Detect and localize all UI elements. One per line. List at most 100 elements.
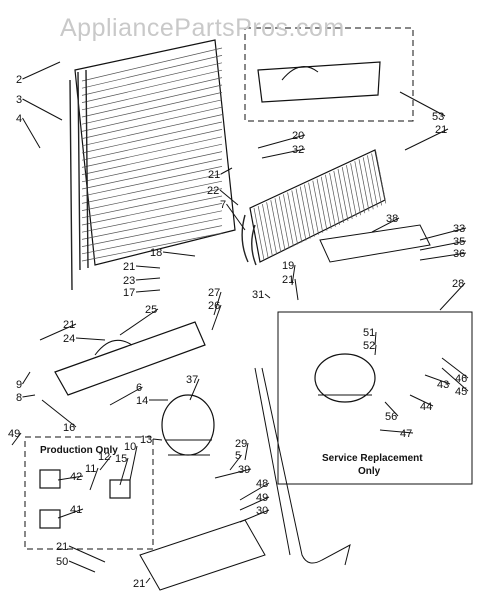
condenser-fin (291, 190, 303, 243)
leader-11 (89, 467, 99, 491)
condenser-fin (287, 192, 298, 245)
callout-25: 25 (145, 304, 157, 316)
leader-2 (22, 61, 61, 80)
evaporator-fin (81, 99, 223, 132)
callout-36: 36 (453, 248, 465, 260)
leader-36 (419, 252, 467, 261)
leader-50 (68, 560, 96, 573)
leader-37 (189, 378, 200, 401)
evaporator-coil (69, 39, 236, 291)
callout-11: 11 (85, 463, 96, 475)
refrigerant-tubing (139, 224, 431, 591)
condenser-fin (274, 198, 286, 251)
leader-47 (379, 429, 414, 434)
leader-22 (219, 189, 239, 206)
condenser-fin (320, 176, 332, 229)
callout-21: 21 (282, 274, 294, 286)
callout-27: 27 (208, 287, 220, 299)
callout-52: 52 (363, 340, 375, 352)
leader-6 (109, 386, 143, 406)
condenser-fin (304, 184, 315, 237)
condenser-fin (312, 180, 324, 233)
condenser-fin (270, 200, 282, 253)
callout-24: 24 (63, 333, 75, 345)
callout-46: 46 (455, 373, 467, 385)
leader-4 (22, 117, 41, 149)
callout-15: 15 (115, 453, 127, 465)
evaporator-fin (81, 225, 223, 255)
callout-49: 49 (256, 492, 268, 504)
evaporator-fin (81, 55, 223, 89)
evaporator-fin (81, 92, 223, 125)
callout-13: 13 (140, 434, 152, 446)
leader-29 (244, 442, 249, 461)
leader-27 (213, 291, 222, 316)
leader-52 (374, 344, 377, 356)
callout-9: 9 (16, 379, 22, 391)
leader-26 (211, 304, 222, 331)
leader-31 (264, 293, 271, 299)
callout-44: 44 (420, 401, 432, 413)
service-compressor (314, 353, 376, 403)
leader-15 (119, 457, 129, 486)
leader-21 (145, 577, 151, 584)
evaporator-fin (81, 114, 223, 147)
callout-18: 18 (150, 247, 162, 259)
leader-21 (135, 265, 161, 269)
leader-16 (41, 399, 77, 428)
production-only-title: Production Only (40, 445, 118, 456)
evaporator-fin (81, 210, 223, 240)
callout-29: 29 (235, 438, 247, 450)
evaporator-fin (81, 180, 223, 211)
service-title-line1: Service Replacement (322, 453, 423, 464)
leader-35 (419, 240, 467, 251)
callout-5: 5 (235, 450, 241, 462)
callout-30: 30 (256, 505, 268, 517)
leader-42 (57, 475, 84, 481)
callout-22: 22 (207, 185, 219, 197)
callout-8: 8 (16, 392, 22, 404)
callout-47: 47 (400, 428, 412, 440)
condenser-fin (262, 204, 273, 257)
leader-41 (57, 508, 84, 519)
callout-20: 20 (292, 130, 304, 142)
condenser-fin (308, 182, 319, 235)
condenser-fin (354, 161, 366, 214)
production-only-box: Production Only (24, 436, 154, 550)
evaporator-fin (81, 121, 223, 154)
leader-28 (439, 282, 466, 311)
callout-56: 56 (385, 411, 397, 423)
evaporator-fin (81, 47, 223, 82)
condenser-fin (337, 168, 349, 222)
compressor (161, 394, 215, 456)
leader-46 (441, 357, 469, 379)
evaporator-fin (81, 62, 223, 96)
evaporator-fin (81, 188, 223, 219)
condenser-fin (341, 166, 353, 220)
evaporator-fin (81, 106, 223, 139)
leader-23 (135, 277, 161, 281)
leader-9 (22, 371, 31, 385)
callout-50: 50 (56, 556, 68, 568)
leader-45 (441, 367, 469, 392)
condenser-fin (362, 157, 374, 210)
service-replacement-box: Service Replacement Only (277, 311, 473, 485)
evaporator-fin (81, 129, 223, 161)
evaporator-fin (81, 203, 223, 233)
callout-10: 10 (124, 441, 136, 453)
leader-38 (371, 217, 400, 233)
evaporator-fin (81, 166, 223, 197)
evaporator-fin (81, 232, 223, 262)
leader-18 (162, 251, 196, 257)
leader-17 (135, 289, 161, 293)
evaporator-fin (81, 158, 223, 190)
callout-7: 7 (220, 199, 226, 211)
leader-51 (374, 331, 377, 346)
leader-21 (39, 323, 77, 341)
callout-28: 28 (452, 278, 464, 290)
callout-14: 14 (136, 395, 148, 407)
callout-19: 19 (282, 260, 294, 272)
leader-24 (75, 337, 106, 341)
leader-49 (11, 432, 22, 446)
condenser-fin (278, 196, 290, 249)
